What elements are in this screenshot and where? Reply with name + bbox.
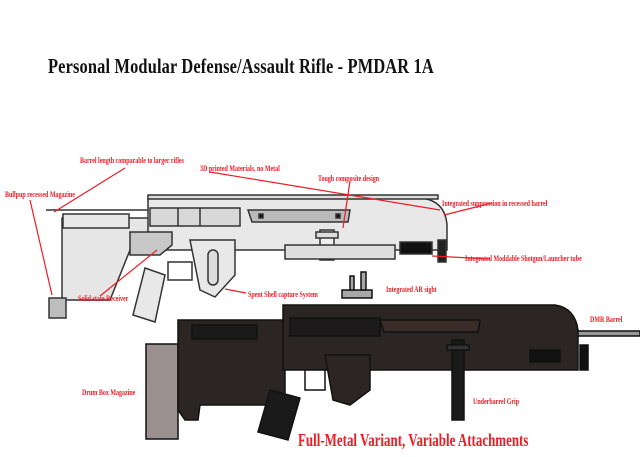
composite-pistol-grip: [132, 267, 166, 323]
label-underbarrel-grip: Underbarrel Grip: [473, 397, 520, 406]
bullpup-magazine: [48, 297, 67, 319]
label-suppression: Integrated suppression in recessed barre…: [442, 199, 548, 208]
annotation-leaders: [29, 167, 493, 297]
label-launcher-tube: Integrated Moddable Shotgun/Launcher tub…: [465, 254, 582, 263]
ar-sight: [341, 289, 373, 299]
label-ar-sight: Integrated AR sight: [386, 285, 437, 294]
metal-rifle: [145, 271, 640, 441]
label-dmr-barrel: DMR Barrel: [590, 315, 623, 324]
dmr-barrel: [577, 330, 640, 337]
label-drum-magazine: Drum Box Magazine: [82, 388, 136, 397]
underbarrel-grip: [451, 339, 465, 421]
label-printed-materials: 3D printed Materials, no Metal: [200, 164, 280, 173]
variant-caption: Full-Metal Variant, Variable Attachments: [298, 430, 529, 450]
metal-pistol-grip: [257, 389, 301, 441]
label-barrel-length: Barrel length comparable to larger rifle…: [80, 156, 184, 165]
composite-rifle: [46, 194, 448, 323]
label-composite: Tough composite design: [318, 174, 380, 183]
top-rail: [147, 194, 439, 200]
drum-magazine: [145, 343, 179, 440]
label-receiver: Solid state Receiver: [78, 294, 129, 303]
label-shell-capture: Spent Shell capture System: [248, 290, 318, 299]
label-bullpup-magazine: Bullpup recessed Magazine: [5, 190, 75, 199]
diagram-title: Personal Modular Defense/Assault Rifle -…: [48, 54, 434, 78]
launcher-tube: [399, 241, 433, 255]
